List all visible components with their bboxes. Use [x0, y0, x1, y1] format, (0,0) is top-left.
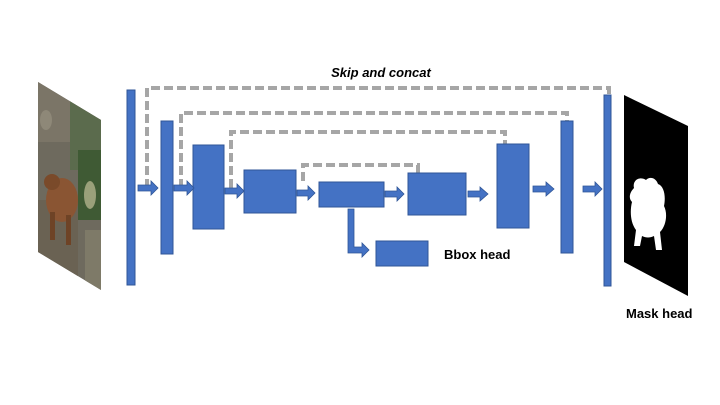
decoder-block-4 [603, 94, 612, 287]
mask-head-label: Mask head [626, 306, 693, 321]
skip-connection-4 [301, 163, 420, 181]
arrow-2 [173, 180, 195, 196]
encoder-block-2 [160, 120, 174, 255]
skip-connection-2 [179, 111, 569, 188]
input-image [38, 82, 101, 290]
arrow-4 [296, 185, 316, 201]
arrow-8 [582, 181, 603, 197]
arrow-to-bbox-head [347, 208, 370, 258]
skip-connection-1 [145, 86, 611, 188]
flow-arrows [137, 180, 603, 258]
arrow-6 [467, 186, 489, 202]
arrow-7 [532, 181, 555, 197]
decoder-block-1 [407, 172, 467, 216]
bbox-head-label: Bbox head [444, 247, 511, 262]
skip-and-concat-label: Skip and concat [331, 65, 431, 80]
skip-connection-3 [229, 130, 507, 188]
arrow-3 [224, 183, 245, 199]
bottleneck-block [318, 181, 385, 208]
skip-connections [145, 86, 611, 188]
network-blocks [126, 89, 612, 287]
arrow-1 [137, 180, 159, 196]
encoder-block-1 [126, 89, 136, 286]
encoder-block-4 [243, 169, 297, 214]
encoder-block-3 [192, 144, 225, 230]
decoder-block-2 [496, 143, 530, 229]
arrow-5 [384, 186, 405, 202]
output-mask [624, 95, 688, 296]
decoder-block-3 [560, 120, 574, 254]
bbox-head-block [375, 240, 429, 267]
